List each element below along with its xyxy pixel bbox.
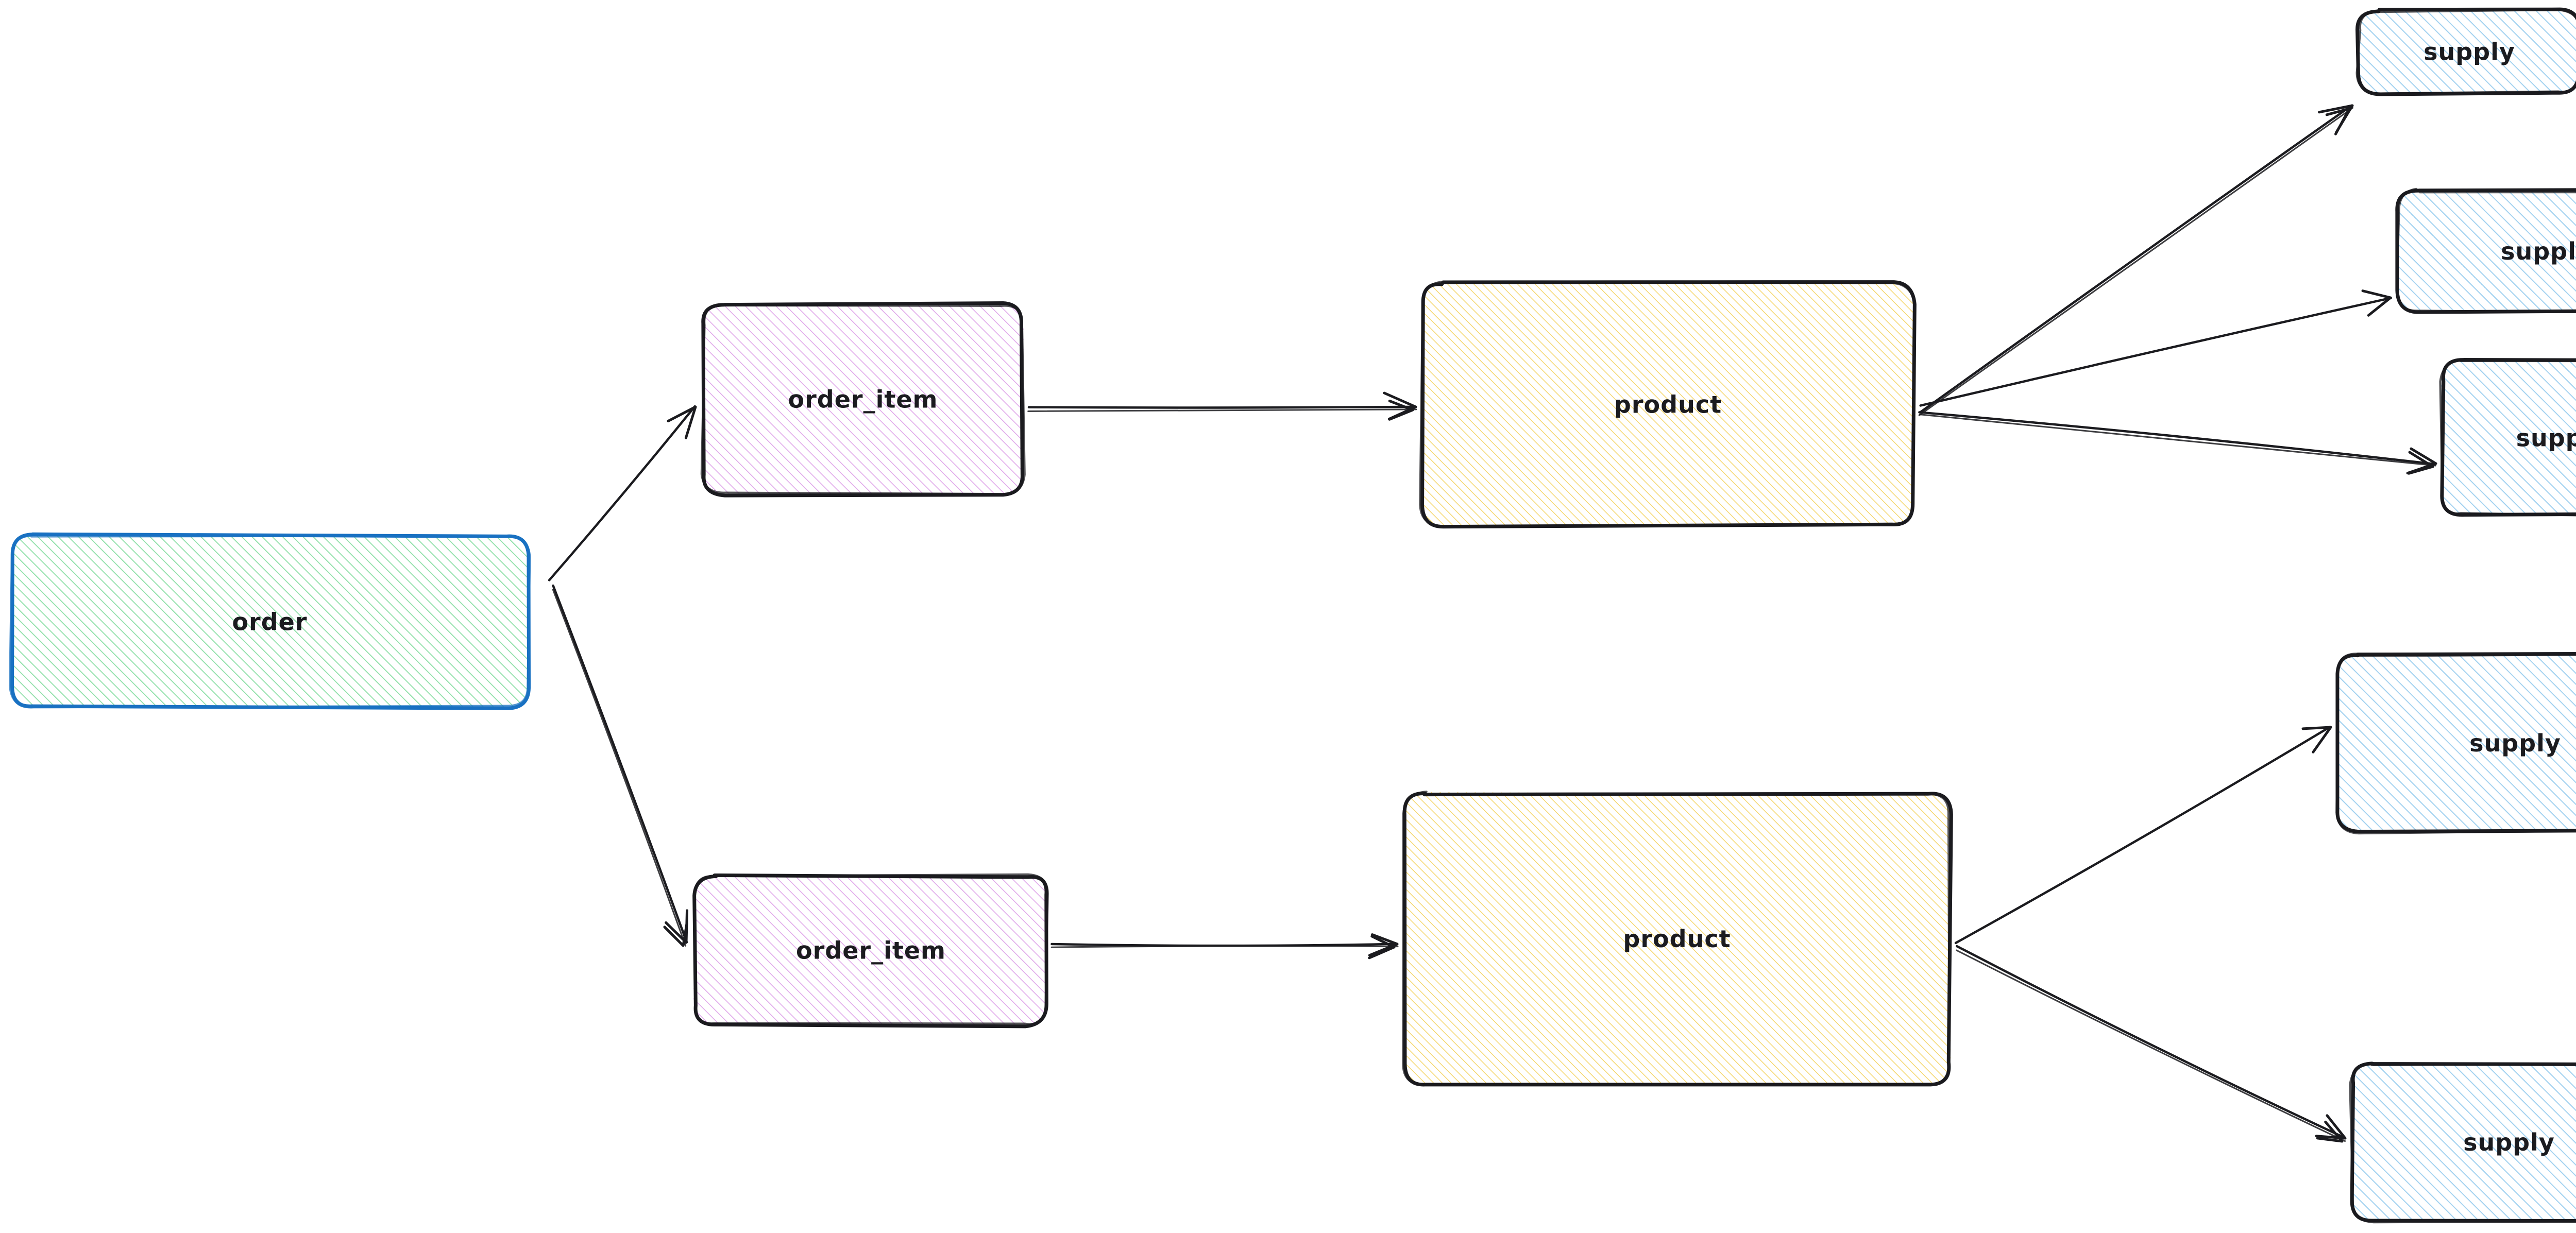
node-label: supply [2469,729,2561,757]
node-fill [693,875,1047,1026]
node-fill [2358,10,2576,93]
node-outline-secondary [2396,187,2576,314]
arrow-head-icon [1388,400,1414,421]
node-order[interactable]: order [8,532,531,710]
node-supply_3[interactable]: supply [2439,357,2576,517]
arrow-head-icon [2325,107,2351,135]
node-label: product [1614,391,1722,419]
node-label: supply [2424,38,2515,66]
node-outline [2355,7,2576,96]
arrow-head-icon [1368,935,1396,960]
node-outline-secondary [2355,9,2576,95]
arrow-head-icon [2361,289,2392,317]
node-label: supply [2501,237,2576,265]
node-fill [703,303,1024,495]
node-fill [2397,191,2576,311]
node-label: supply [2516,424,2576,452]
node-fill [2351,1063,2576,1222]
node-label: order_item [788,386,938,414]
arrow-head-icon [667,405,697,439]
node-fill [11,535,529,709]
arrow-head-icon [663,921,688,947]
node-supply_4[interactable]: supply [2335,652,2576,835]
node-outline-secondary [2335,653,2576,835]
node-fill [1404,792,1951,1085]
node-order_item_top[interactable]: order_item [700,301,1026,498]
node-supply_1[interactable]: supply [2355,7,2576,96]
node-supply_2[interactable]: supply [2395,187,2576,314]
node-label: supply [2463,1128,2555,1156]
node-outline-secondary [700,303,1026,495]
node-outline-secondary [1419,280,1916,527]
node-outline-secondary [2349,1062,2576,1224]
node-supply_5[interactable]: supply [2349,1061,2576,1224]
edge-product_bottom-to-supply_4[interactable] [1954,725,2332,945]
node-order_item_bottom[interactable]: order_item [692,873,1049,1029]
edge-order_item_bottom-to-product_bottom[interactable] [1050,933,1399,960]
arrow-head-icon [2316,1120,2344,1143]
node-label: order [232,608,307,636]
edge-product_top-to-supply_2[interactable] [1919,289,2393,407]
node-outline-secondary [692,873,1049,1025]
node-fill [1421,283,1914,526]
edge-order-to-order_item_top[interactable] [548,405,697,581]
arrow-head-icon [2301,726,2332,754]
node-product_bottom[interactable]: product [1402,791,1953,1087]
node-product_top[interactable]: product [1419,280,1917,529]
nodes-layer: orderorder_itemorder_itemproductproducts… [8,7,2576,1224]
edge-product_bottom-to-supply_5[interactable] [1955,945,2347,1143]
node-outline-secondary [8,534,531,709]
node-label: order_item [796,937,946,965]
edge-order_item_top-to-product_top[interactable] [1027,391,1417,421]
arrow-head-icon [2407,451,2434,475]
edge-product_top-to-supply_3[interactable] [1918,411,2437,475]
node-fill [2441,359,2576,516]
node-fill [2337,653,2576,833]
edges-layer [548,104,2437,1143]
edge-product_top-to-supply_1[interactable] [1918,104,2354,416]
node-label: product [1623,925,1731,953]
node-outline-secondary [1402,791,1951,1086]
node-outline-secondary [2439,358,2576,517]
edge-order-to-order_item_bottom[interactable] [552,584,689,947]
